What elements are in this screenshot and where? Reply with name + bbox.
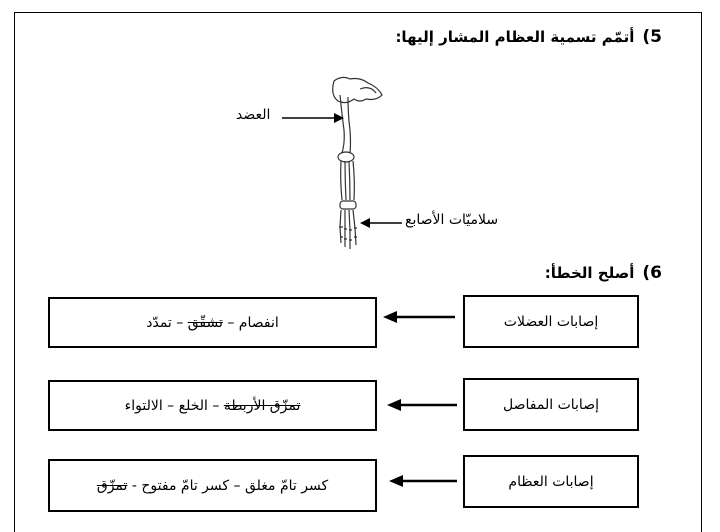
answer-box-joints: تمزّق الأربطة – الخلع – الالتواء <box>48 380 377 431</box>
category-box-joints: إصابات المفاصل <box>463 378 639 431</box>
category-label: إصابات العظام <box>508 473 594 490</box>
answer-text: تمزّق الأربطة – الخلع – الالتواء <box>125 398 301 414</box>
answer-separator: – <box>162 397 179 414</box>
category-box-muscles: إصابات العضلات <box>463 295 639 348</box>
row-arrow-icon <box>389 475 457 487</box>
answer-separator: – <box>171 314 188 331</box>
answer-box-muscles: انفصام – تشقّق – تمدّد <box>48 297 377 348</box>
forelimb-skeleton-figure <box>332 76 383 249</box>
answer-part-crossed-out: تمزّق الأربطة <box>223 397 301 414</box>
question-5-text: أتمّم تسمية العظام المشار إليها: <box>395 28 635 46</box>
answer-part: كسر تامّ مغلق <box>244 477 329 494</box>
row-arrow-icon <box>383 311 455 323</box>
page-frame <box>14 12 702 532</box>
answer-box-bones: كسر تامّ مغلق – كسر تامّ مفتوح - تمزّق <box>48 459 377 512</box>
category-label: إصابات العضلات <box>503 313 599 330</box>
answer-separator: - <box>127 477 142 494</box>
row-arrow-icon <box>387 399 457 411</box>
question-6-text: أصلح الخطأ: <box>544 264 635 282</box>
category-box-bones: إصابات العظام <box>463 455 639 508</box>
answer-text: انفصام – تشقّق – تمدّد <box>146 315 279 331</box>
answer-part: كسر تامّ مفتوح <box>141 477 230 494</box>
answer-part: الالتواء <box>124 397 163 414</box>
label-humerus: العضد <box>236 107 271 123</box>
answer-part: تمدّد <box>146 314 172 331</box>
category-label: إصابات المفاصل <box>503 396 599 413</box>
question-6: 6) أصلح الخطأ: <box>545 263 662 283</box>
answer-part-crossed-out: تمزّق <box>96 477 128 494</box>
answer-part: انفصام <box>238 314 279 331</box>
answer-part: الخلع <box>178 397 208 414</box>
question-6-number: 6) <box>642 263 662 283</box>
answer-separator: – <box>222 314 239 331</box>
answer-separator: – <box>207 397 224 414</box>
phalanges-arrow-icon <box>360 218 402 228</box>
question-5: 5) أتمّم تسمية العظام المشار إليها: <box>395 27 662 47</box>
label-phalanges: سلاميّات الأصابع <box>405 212 499 228</box>
answer-text: كسر تامّ مغلق – كسر تامّ مفتوح - تمزّق <box>97 478 328 494</box>
answer-part-crossed-out: تشقّق <box>187 314 223 331</box>
humerus-arrow-icon <box>282 113 344 123</box>
answer-separator: – <box>229 477 245 494</box>
question-5-number: 5) <box>642 27 662 47</box>
